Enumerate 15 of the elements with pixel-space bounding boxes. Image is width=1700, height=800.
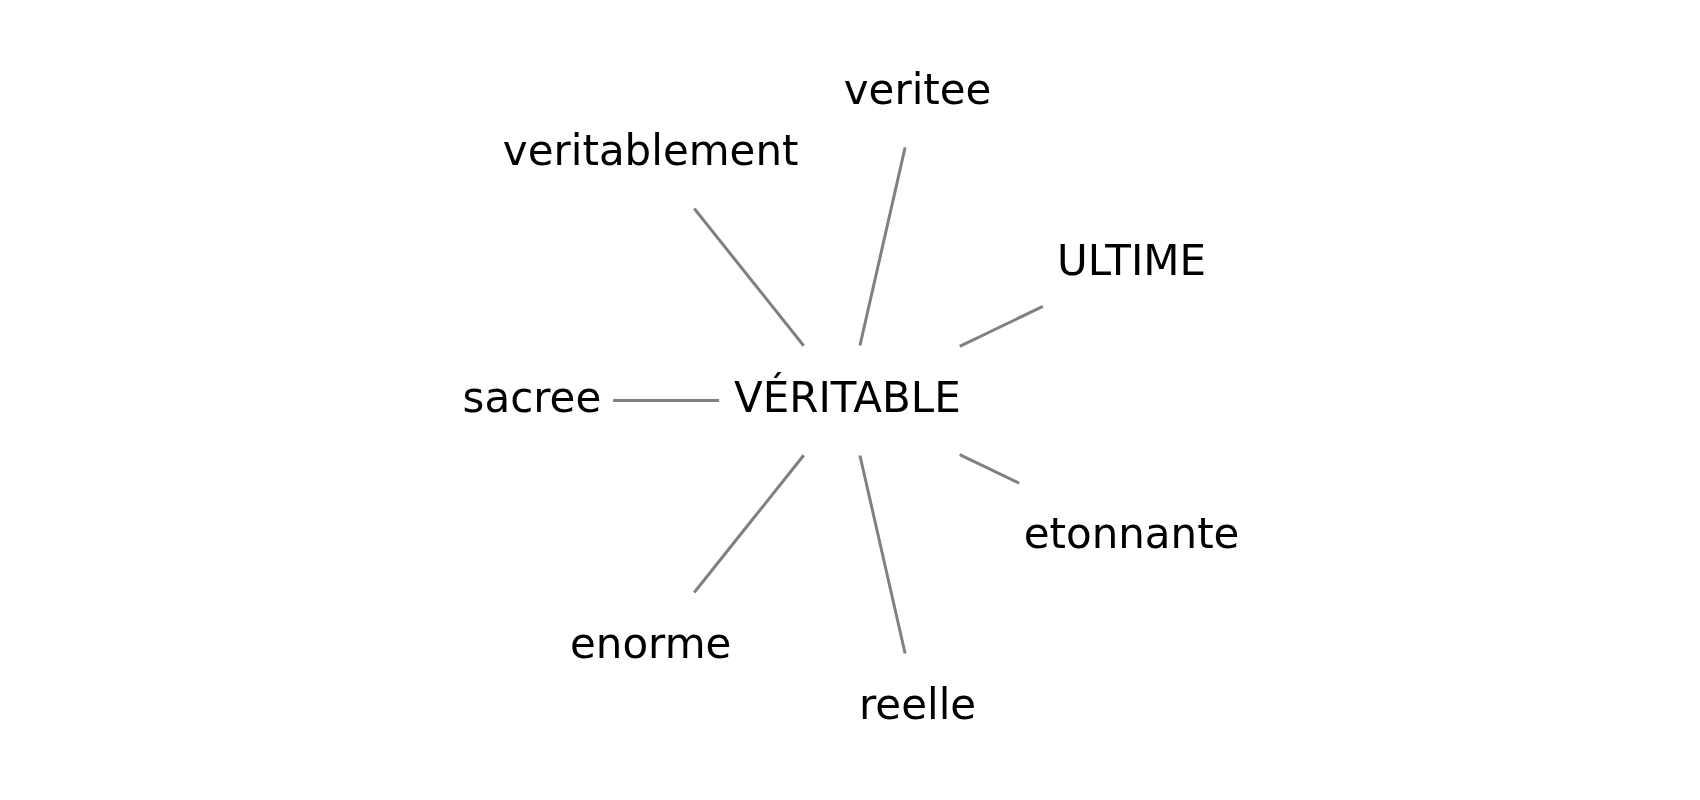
connector [857, 454, 907, 654]
node-text: VÉRITABLE [733, 372, 961, 422]
node-text: veritablement [502, 125, 799, 175]
node-text: reelle [858, 679, 976, 729]
connector [692, 453, 805, 593]
connector [692, 207, 805, 347]
connector [958, 304, 1043, 348]
node-text: veritee [843, 64, 991, 114]
node-text: etonnante [1023, 508, 1239, 558]
connector [857, 146, 907, 346]
node-text: ULTIME [1056, 235, 1206, 285]
connector [612, 398, 719, 402]
node-text: sacree [462, 372, 601, 422]
node-text: enorme [569, 618, 731, 668]
connector [958, 452, 1020, 485]
